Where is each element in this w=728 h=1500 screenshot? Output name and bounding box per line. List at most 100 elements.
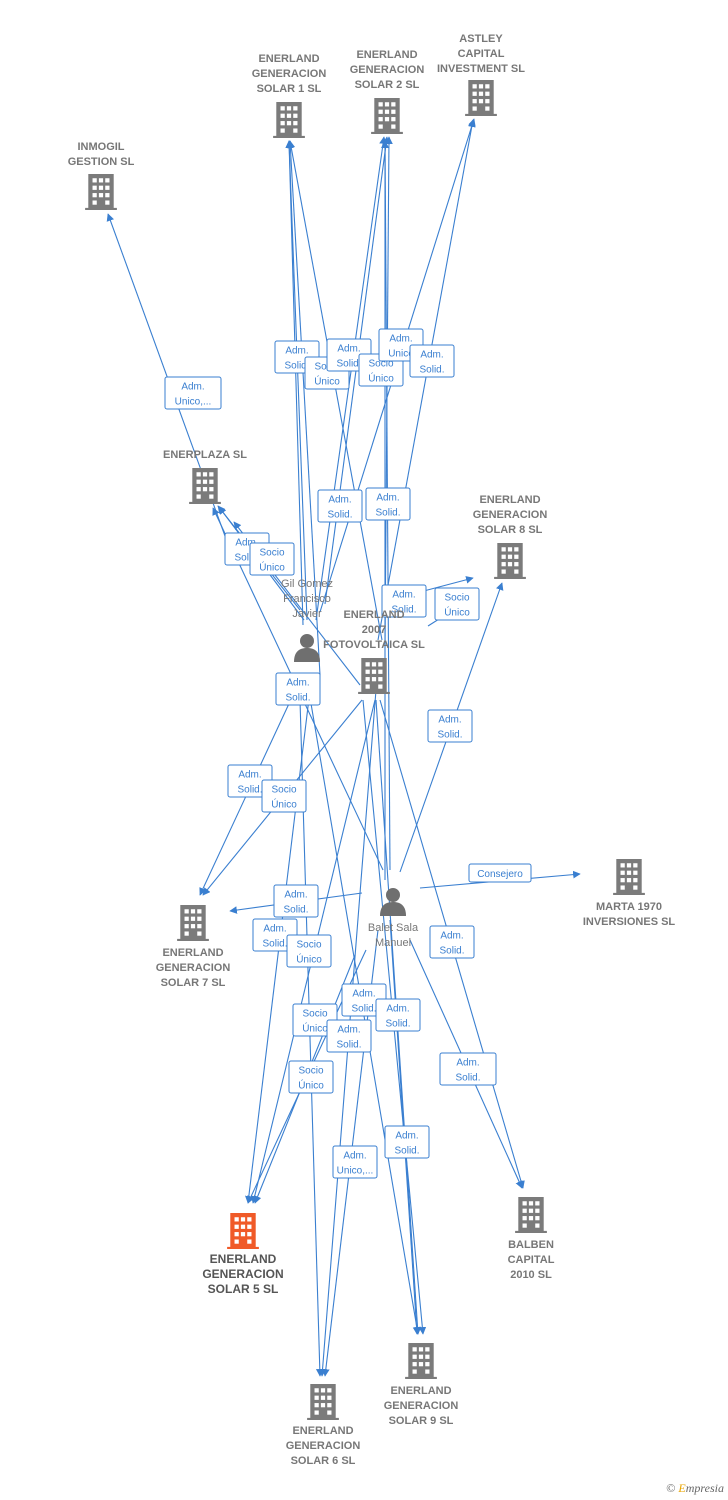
edge-label-text: Solid. xyxy=(439,946,464,957)
edge-label[interactable]: Adm.Solid. xyxy=(384,1125,430,1159)
edge-label-box xyxy=(275,672,321,706)
edge-label[interactable]: Adm.Solid. xyxy=(326,1019,372,1053)
edge-label[interactable]: Adm.Solid. xyxy=(381,584,427,618)
node-label: CAPITAL xyxy=(458,48,505,60)
edge-label-box xyxy=(381,584,427,618)
edge-label-box xyxy=(273,884,319,918)
node-label: 2010 SL xyxy=(510,1269,552,1281)
node-label: GENERACION xyxy=(384,1400,459,1412)
edge-label[interactable]: Adm.Unico,... xyxy=(164,376,222,410)
edge-label-box xyxy=(409,344,455,378)
edge-label[interactable]: Adm.Solid. xyxy=(409,344,455,378)
edge-label[interactable]: Adm.Unico,... xyxy=(332,1145,378,1179)
edge-label[interactable]: Adm.Solid. xyxy=(375,998,421,1032)
node-label: INVERSIONES SL xyxy=(583,916,676,928)
building-icon xyxy=(515,1197,547,1233)
edge-label-text: Unico xyxy=(388,349,414,360)
edge-label[interactable]: Adm.Solid. xyxy=(317,489,363,523)
building-icon xyxy=(85,174,117,210)
node-label: SOLAR 9 SL xyxy=(389,1415,454,1427)
node-label: MARTA 1970 xyxy=(596,901,662,913)
node-label: 2007 xyxy=(362,624,386,636)
edge-label-text: Solid. xyxy=(375,508,400,519)
edge-label-text: Adm. xyxy=(238,770,261,781)
edge-label-box xyxy=(249,542,295,576)
node-label: INMOGIL xyxy=(77,141,124,153)
edge-label-box xyxy=(384,1125,430,1159)
building-icon xyxy=(273,102,305,138)
edge-label-text: Adm. xyxy=(392,590,415,601)
node-label: INVESTMENT SL xyxy=(437,63,525,75)
edge-label-text: Único xyxy=(314,375,340,388)
edge-label-text: Socio xyxy=(368,359,393,370)
edge-label-text: Adm. xyxy=(263,924,286,935)
edge-label[interactable]: Adm.Solid. xyxy=(439,1052,497,1086)
edge-label-box xyxy=(261,779,307,813)
edge-label-text: Solid. xyxy=(437,730,462,741)
edge-label-text: Unico,... xyxy=(175,397,212,408)
edge-label-text: Adm. xyxy=(352,989,375,1000)
edge-label-text: Solid. xyxy=(262,939,287,950)
building-icon xyxy=(494,543,526,579)
edge-label-text: Adm. xyxy=(284,890,307,901)
building-icon xyxy=(405,1343,437,1379)
node-label: BALBEN xyxy=(508,1239,554,1251)
node-label: ENERLAND xyxy=(479,494,540,506)
edge-label[interactable]: Adm. Solid. xyxy=(252,918,298,952)
node-label: GESTION SL xyxy=(68,156,135,168)
relationship-edge xyxy=(285,140,308,621)
node-label: FOTOVOLTAICA SL xyxy=(323,639,425,651)
node-inmogil[interactable]: INMOGIL GESTION SL xyxy=(68,141,135,210)
edge-label-text: Adm. xyxy=(376,493,399,504)
edges xyxy=(106,118,581,1377)
person-icon xyxy=(294,634,320,662)
node-label: Manuel xyxy=(375,937,411,949)
node-label: GENERACION xyxy=(252,68,327,80)
edge-label-text: Adm. xyxy=(386,1004,409,1015)
node-label: GENERACION xyxy=(473,509,548,521)
edge-label[interactable]: Adm.Solid. xyxy=(429,925,475,959)
edge-label-text: Adm. xyxy=(337,344,360,355)
empresia-logo-initial: E xyxy=(678,1481,686,1495)
building-icon xyxy=(358,658,390,694)
edge-label-box xyxy=(332,1145,378,1179)
edge-label-box xyxy=(317,489,363,523)
node-label: ENERLAND xyxy=(292,1425,353,1437)
edge-label-box xyxy=(468,863,532,883)
node-label: CAPITAL xyxy=(508,1254,555,1266)
edge-label[interactable]: Consejero xyxy=(468,863,532,883)
edge-label[interactable]: Adm.Solid. xyxy=(427,709,473,743)
edge-label[interactable]: Adm.Solid. xyxy=(227,764,273,798)
node-label: ENERLAND xyxy=(343,609,404,621)
node-label: Francisco xyxy=(283,593,331,605)
edge-label-box xyxy=(326,1019,372,1053)
building-icon xyxy=(465,80,497,116)
node-balben[interactable]: BALBEN CAPITAL 2010 SL xyxy=(508,1197,555,1281)
edge-label[interactable]: Adm.Solid. xyxy=(273,884,319,918)
edge-label-text: Solid. xyxy=(336,1040,361,1051)
edge-label[interactable]: Adm.Solid. xyxy=(275,672,321,706)
empresia-logo[interactable]: Empresia xyxy=(678,1481,724,1495)
edge-label[interactable]: Adm. Solid. xyxy=(365,487,411,521)
node-enerplaza[interactable]: ENERPLAZA SL xyxy=(163,449,247,504)
edge-label-text: Único xyxy=(368,372,394,385)
edge-labels: Adm.Solid.SocioÚnicoAdm.Solid.SocioÚnico… xyxy=(164,328,532,1179)
